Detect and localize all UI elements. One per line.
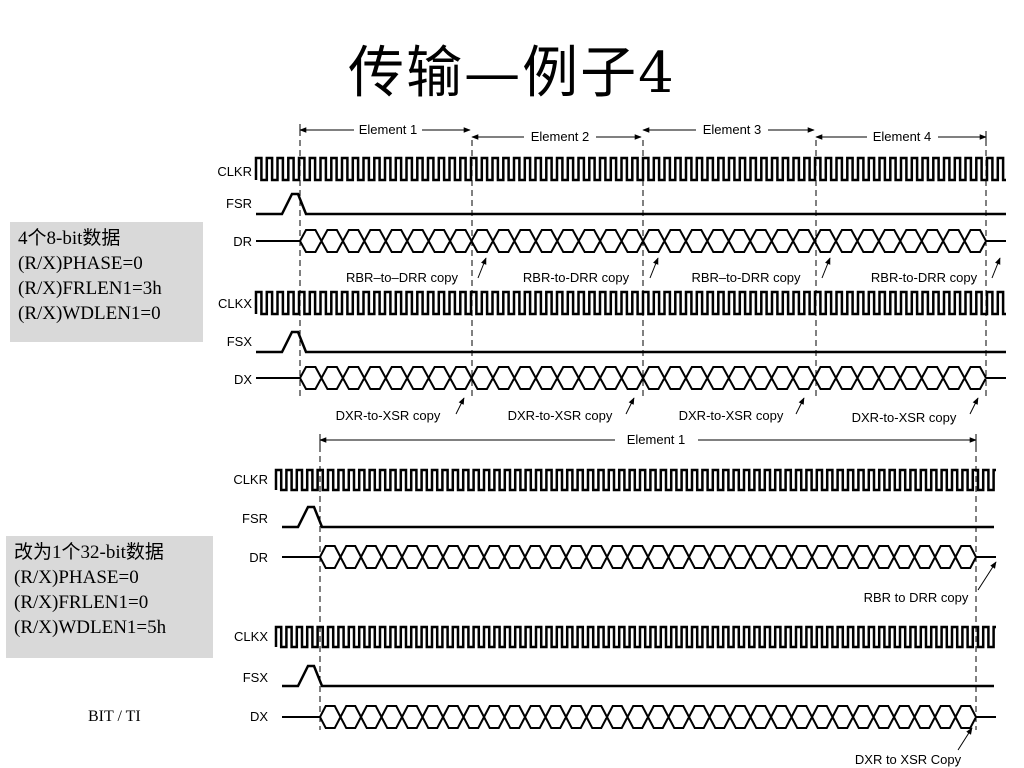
signal-label-dr: DR [233,234,252,249]
signal-label-fsr: FSR [242,511,268,526]
fsr-waveform [282,505,994,529]
element-label: Element 3 [703,122,762,137]
rbr-copy-arrow [977,561,997,591]
fsr-waveform [256,192,1006,216]
dr-waveform [282,545,996,569]
dxr-copy-arrow [957,727,973,751]
signal-label-fsr: FSR [226,196,252,211]
element-label: Element 4 [873,129,932,144]
clkr-waveform [254,156,1006,182]
clkr-waveform [274,468,996,492]
rbr-copy-arrows [477,257,1001,279]
page-title: 传输—例子4 [348,41,676,106]
config-box-32bit: 改为1个32-bit数据 (R/X)PHASE=0 (R/X)FRLEN1=0 … [6,536,213,658]
element-boundaries [299,140,987,400]
rbr-copy-label: RBR–to–DRR copy [346,270,458,285]
config-line: (R/X)WDLEN1=5h [14,617,167,638]
dxr-copy-label: DXR-to-XSR copy [852,410,957,425]
dx-waveform [256,366,1006,390]
fsx-waveform [282,664,994,688]
dxr-copy-arrows [455,397,979,415]
config-line: 4个8-bit数据 [18,228,121,249]
signal-label-dr: DR [249,550,268,565]
signal-label-dx: DX [234,372,252,387]
rbr-copy-label: RBR-to-DRR copy [523,270,630,285]
signal-label-clkr: CLKR [217,164,252,179]
dr-waveform [256,229,1006,253]
clkx-waveform [254,290,1006,316]
dx-waveform [282,705,996,729]
dxr-copy-label: DXR-to-XSR copy [508,408,613,423]
element-span-arrow [319,434,977,446]
config-line: (R/X)WDLEN1=0 [18,303,161,324]
config-box-8bit: 4个8-bit数据 (R/X)PHASE=0 (R/X)FRLEN1=3h (R… [10,222,203,342]
element-label: Element 2 [531,129,590,144]
element-label: Element 1 [359,122,418,137]
footer-label: BIT / TI [88,708,141,725]
top-timing-diagram: Element 1 Element 2 Element 3 Element 4 … [217,122,1006,425]
dxr-copy-label: DXR-to-XSR copy [336,408,441,423]
rbr-copy-label: RBR–to-DRR copy [691,270,801,285]
rbr-copy-label: RBR-to-DRR copy [871,270,978,285]
signal-label-clkx: CLKX [234,629,268,644]
bottom-timing-diagram: Element 1 CLKR FSR DR CLKX FSX DX RBR to… [233,432,997,767]
signal-label-clkr: CLKR [233,472,268,487]
signal-label-clkx: CLKX [218,296,252,311]
element-span-arrows [299,124,987,143]
element-boundaries [319,446,977,730]
element-label: Element 1 [627,432,686,447]
rbr-copy-label: RBR to DRR copy [864,590,969,605]
config-line: (R/X)FRLEN1=0 [14,592,149,613]
config-line: (R/X)FRLEN1=3h [18,278,162,299]
signal-label-fsx: FSX [227,334,253,349]
dxr-copy-label: DXR to XSR Copy [855,752,962,767]
config-line: (R/X)PHASE=0 [14,567,139,588]
config-line: 改为1个32-bit数据 [14,542,164,563]
signal-label-fsx: FSX [243,670,269,685]
clkx-waveform [274,625,996,649]
signal-label-dx: DX [250,709,268,724]
fsx-waveform [256,330,1006,354]
config-line: (R/X)PHASE=0 [18,253,143,274]
dxr-copy-label: DXR-to-XSR copy [679,408,784,423]
